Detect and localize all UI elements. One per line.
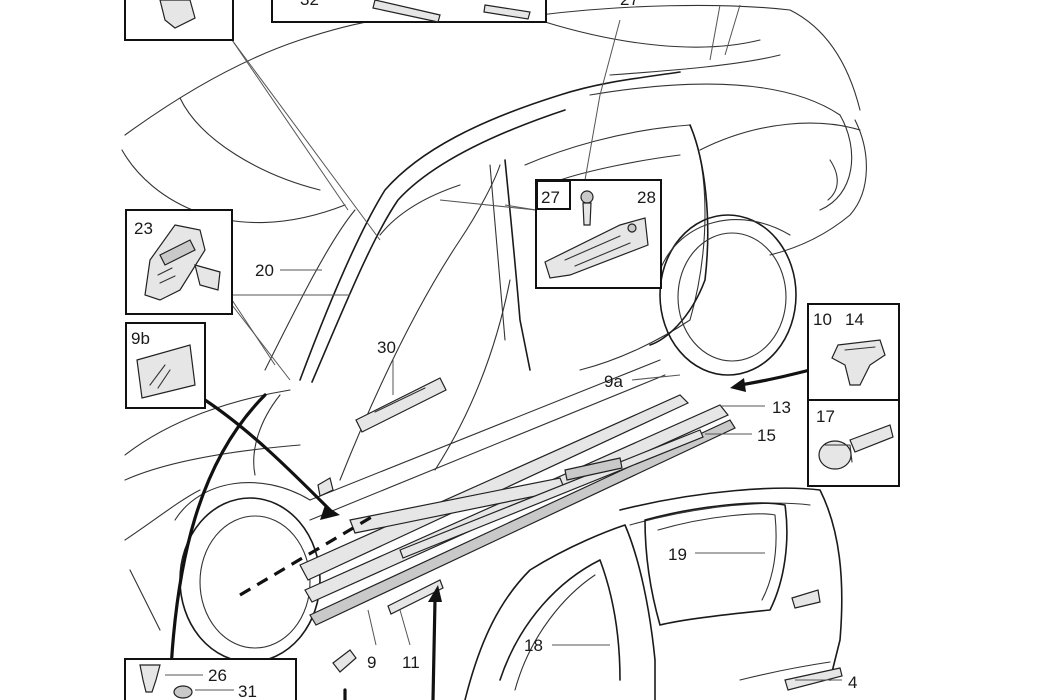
label-13: 13 bbox=[772, 398, 791, 417]
label-9b: 9b bbox=[131, 329, 150, 348]
inset-9b: 9b bbox=[125, 322, 206, 409]
arrow-head-11 bbox=[428, 585, 442, 602]
label-4: 4 bbox=[848, 673, 857, 692]
label-27: 27 bbox=[541, 188, 560, 207]
inset-clip-top bbox=[124, 0, 234, 41]
label-10: 10 bbox=[813, 310, 832, 329]
dashed-mount-line bbox=[239, 513, 376, 597]
label-23: 23 bbox=[134, 219, 153, 238]
label-19: 19 bbox=[668, 545, 687, 564]
arrow-head-9b bbox=[320, 505, 340, 520]
clip-part-bottom bbox=[332, 649, 357, 673]
label-14: 14 bbox=[845, 310, 864, 329]
arrow-clip-line bbox=[738, 368, 812, 387]
arrow-fender-line bbox=[168, 393, 267, 692]
arrow-head-clip bbox=[730, 378, 746, 392]
inset-32: 32 bbox=[271, 0, 547, 23]
label-9a: 9a bbox=[604, 372, 623, 391]
label-28: 28 bbox=[637, 188, 656, 207]
inset-26-31: 26 31 bbox=[124, 658, 297, 700]
label-11: 11 bbox=[402, 653, 420, 672]
label-9: 9 bbox=[367, 653, 376, 672]
label-26: 26 bbox=[208, 666, 227, 685]
arrow-9b-line bbox=[203, 398, 332, 512]
label-30: 30 bbox=[377, 338, 396, 357]
inset-23: 23 bbox=[125, 209, 233, 315]
label-15: 15 bbox=[757, 426, 776, 445]
leader-lines bbox=[231, 4, 842, 681]
arrow-11-line bbox=[431, 598, 437, 700]
label-18: 18 bbox=[524, 636, 543, 655]
car-body bbox=[121, 4, 867, 700]
label-27-top: 27 bbox=[620, 0, 639, 9]
label-31: 31 bbox=[238, 682, 257, 700]
sill-mouldings bbox=[299, 377, 736, 626]
label-17: 17 bbox=[816, 407, 835, 426]
inset-10-14-17: 10 14 17 bbox=[807, 303, 900, 487]
label-20: 20 bbox=[255, 261, 274, 280]
inset-27-28: 27 28 bbox=[535, 179, 662, 289]
label-32: 32 bbox=[300, 0, 319, 9]
